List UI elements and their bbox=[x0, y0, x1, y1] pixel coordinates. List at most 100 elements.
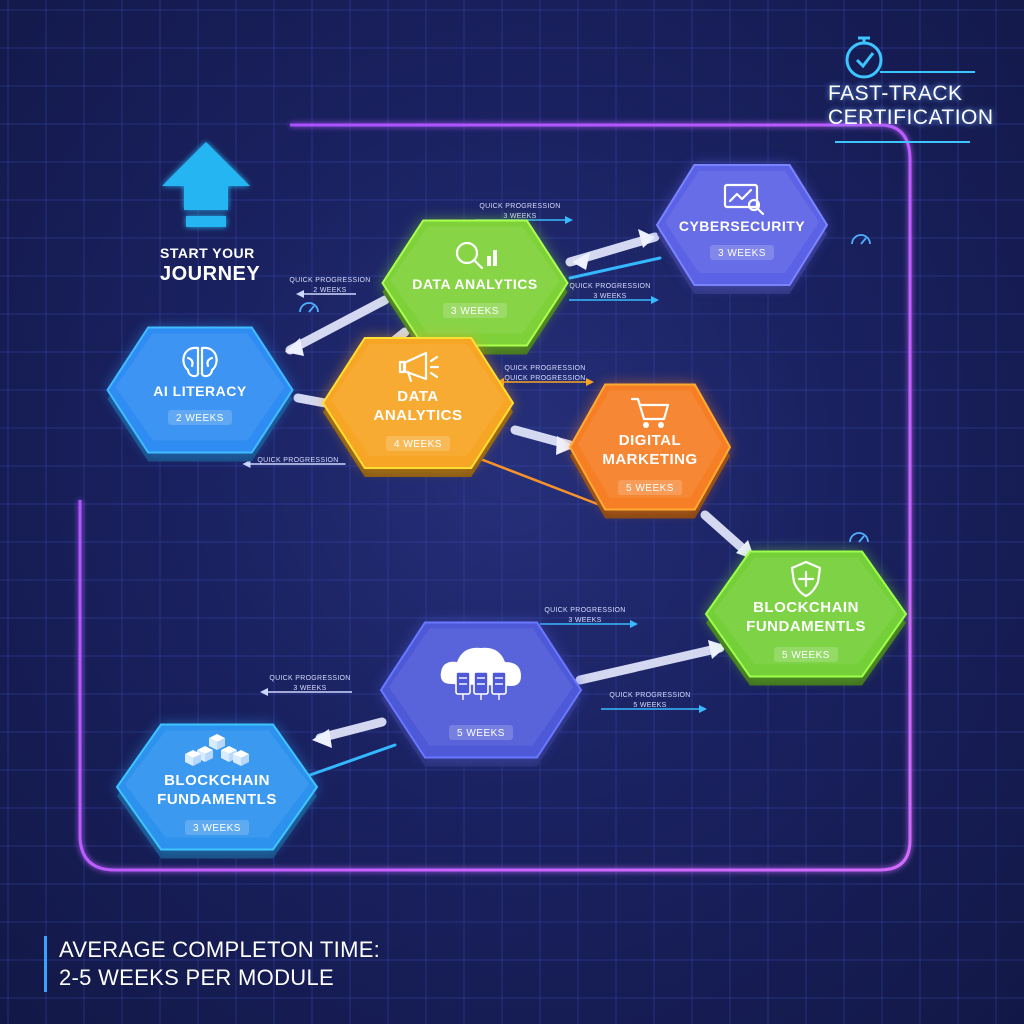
quick-progression-qp-7: QUICK PROGRESSION 3 WEEKS bbox=[260, 675, 352, 696]
node-title: BLOCKCHAIN bbox=[164, 772, 270, 789]
node-face bbox=[655, 164, 829, 286]
megaphone-icon bbox=[398, 351, 440, 383]
quick-progression-text: 3 WEEKS bbox=[568, 617, 601, 624]
stopwatch-icon bbox=[835, 36, 975, 143]
start-line-1: START YOUR bbox=[160, 245, 255, 261]
node-duration: 5 WEEKS bbox=[457, 728, 505, 739]
quick-progression-text: QUICK PROGRESSION bbox=[544, 607, 625, 614]
quick-progression-qp-3: QUICK PROGRESSION 3 WEEKS bbox=[569, 283, 659, 304]
node-highlight bbox=[125, 730, 309, 838]
duration-pill bbox=[618, 480, 682, 495]
node-face bbox=[321, 337, 515, 469]
connector-mid-digital-orange bbox=[468, 453, 602, 507]
node-duration: 5 WEEKS bbox=[782, 650, 830, 661]
module-nodes: DATA ANALYTICS 3 WEEKS CYBERSECURITY 3 WEEK… bbox=[106, 164, 908, 859]
node-highlight bbox=[331, 344, 505, 456]
node-blockchain-right[interactable]: BLOCKCHAIN FUNDAMENTLS 5 WEEKS bbox=[704, 550, 908, 686]
quick-progression-text: QUICK PROGRESSION bbox=[257, 457, 338, 464]
node-face bbox=[115, 723, 319, 851]
node-title: DIGITAL bbox=[619, 432, 681, 449]
brain-icon bbox=[182, 346, 218, 378]
node-duration: 3 WEEKS bbox=[451, 306, 499, 317]
avg-line-1: AVERAGE COMPLETON TIME: bbox=[59, 937, 381, 962]
duration-pill bbox=[443, 303, 507, 318]
fast-track-badge: FAST-TRACK CERTIFICATION bbox=[828, 82, 994, 130]
quick-progression-qp-8: QUICK PROGRESSION 5 WEEKS bbox=[601, 692, 707, 713]
quick-progression-qp-6: QUICK PROGRESSION 3 WEEKS bbox=[540, 607, 638, 628]
duration-pill bbox=[774, 647, 838, 662]
node-cybersecurity[interactable]: CYBERSECURITY 3 WEEKS bbox=[655, 164, 829, 294]
track-frame bbox=[78, 123, 912, 872]
node-highlight bbox=[115, 333, 285, 441]
quick-progression-qp-2: QUICK PROGRESSION 2 WEEKS bbox=[289, 277, 370, 298]
node-title: BLOCKCHAIN bbox=[753, 599, 859, 616]
node-title: FUNDAMENTLS bbox=[157, 791, 277, 808]
avg-line-2: 2-5 WEEKS PER MODULE bbox=[59, 965, 334, 990]
quick-progression-qp-5: QUICK PROGRESSION bbox=[242, 457, 346, 468]
node-highlight bbox=[665, 171, 819, 273]
node-highlight bbox=[390, 226, 560, 334]
connector-cyber-data-blue bbox=[568, 256, 662, 280]
quick-progression-text: 3 WEEKS bbox=[293, 685, 326, 692]
quick-progression-text: QUICK PROGRESSION bbox=[289, 277, 370, 284]
quick-progression-text: 3 WEEKS bbox=[593, 293, 626, 300]
quick-progression-qp-4: QUICK PROGRESSION QUICK PROGRESSION bbox=[496, 365, 594, 386]
node-title: CYBERSECURITY bbox=[679, 218, 805, 234]
node-title: ANALYTICS bbox=[374, 407, 463, 424]
speed-gauge-icons bbox=[299, 234, 871, 543]
node-title: MARKETING bbox=[602, 451, 697, 468]
duration-pill bbox=[185, 820, 249, 835]
node-duration: 2 WEEKS bbox=[176, 413, 224, 424]
node-digital-marketing[interactable]: DIGITAL MARKETING 5 WEEKS bbox=[568, 383, 732, 519]
up-arrow-icon bbox=[162, 142, 250, 227]
quick-progression-text: QUICK PROGRESSION bbox=[504, 365, 585, 372]
start-line-2: JOURNEY bbox=[160, 263, 261, 285]
node-ai-literacy[interactable]: AI LITERACY 2 WEEKS bbox=[106, 326, 294, 462]
connector-data-ai bbox=[285, 295, 390, 355]
node-face bbox=[568, 383, 732, 511]
node-data-analytics-mid[interactable]: DATA ANALYTICS 4 WEEKS bbox=[321, 337, 515, 477]
badge-line-2: CERTIFICATION bbox=[828, 106, 994, 129]
magnifier-chart-icon bbox=[455, 241, 497, 270]
node-title: DATA bbox=[397, 388, 438, 405]
node-highlight bbox=[714, 557, 898, 665]
connector-cloud-blockchain-left-blue bbox=[308, 743, 397, 777]
connector-cloud-blockchain bbox=[575, 643, 725, 685]
start-journey-label: START YOUR JOURNEY bbox=[160, 244, 260, 286]
node-duration: 3 WEEKS bbox=[718, 248, 766, 259]
node-title: FUNDAMENTLS bbox=[746, 618, 866, 635]
quick-progression-text: 2 WEEKS bbox=[313, 287, 346, 294]
connector-arrows bbox=[285, 232, 755, 777]
node-title: DATA ANALYTICS bbox=[412, 276, 537, 292]
node-face bbox=[704, 550, 908, 678]
node-title: AI LITERACY bbox=[153, 383, 247, 399]
node-data-analytics-top[interactable]: DATA ANALYTICS 3 WEEKS bbox=[381, 219, 569, 355]
connector-ai-mid bbox=[293, 393, 330, 408]
node-cloud[interactable]: 5 WEEKS bbox=[379, 621, 583, 767]
cart-icon bbox=[630, 397, 670, 428]
quick-progression-text: QUICK PROGRESSION bbox=[479, 203, 560, 210]
quick-progression-text: QUICK PROGRESSION bbox=[569, 283, 650, 290]
blocks-icon bbox=[185, 734, 249, 766]
badge-line-1: FAST-TRACK bbox=[828, 82, 963, 105]
quick-progression-text: 3 WEEKS bbox=[503, 213, 536, 220]
quick-progression-text: QUICK PROGRESSION bbox=[609, 692, 690, 699]
average-completion-note: AVERAGE COMPLETON TIME: 2-5 WEEKS PER MO… bbox=[44, 936, 380, 992]
duration-pill bbox=[168, 410, 232, 425]
node-highlight bbox=[578, 390, 722, 498]
duration-pill bbox=[449, 725, 513, 740]
quick-progression-text: QUICK PROGRESSION bbox=[504, 375, 585, 382]
duration-pill bbox=[386, 436, 450, 451]
monitor-chart-icon bbox=[723, 183, 765, 216]
node-face bbox=[106, 326, 294, 454]
shield-icon bbox=[790, 560, 822, 598]
node-duration: 4 WEEKS bbox=[394, 439, 442, 450]
quick-progression-text: 5 WEEKS bbox=[633, 702, 666, 709]
node-duration: 5 WEEKS bbox=[626, 483, 674, 494]
quick-progression-text: QUICK PROGRESSION bbox=[269, 675, 350, 682]
connector-cloud-blockchain-left bbox=[315, 717, 387, 743]
